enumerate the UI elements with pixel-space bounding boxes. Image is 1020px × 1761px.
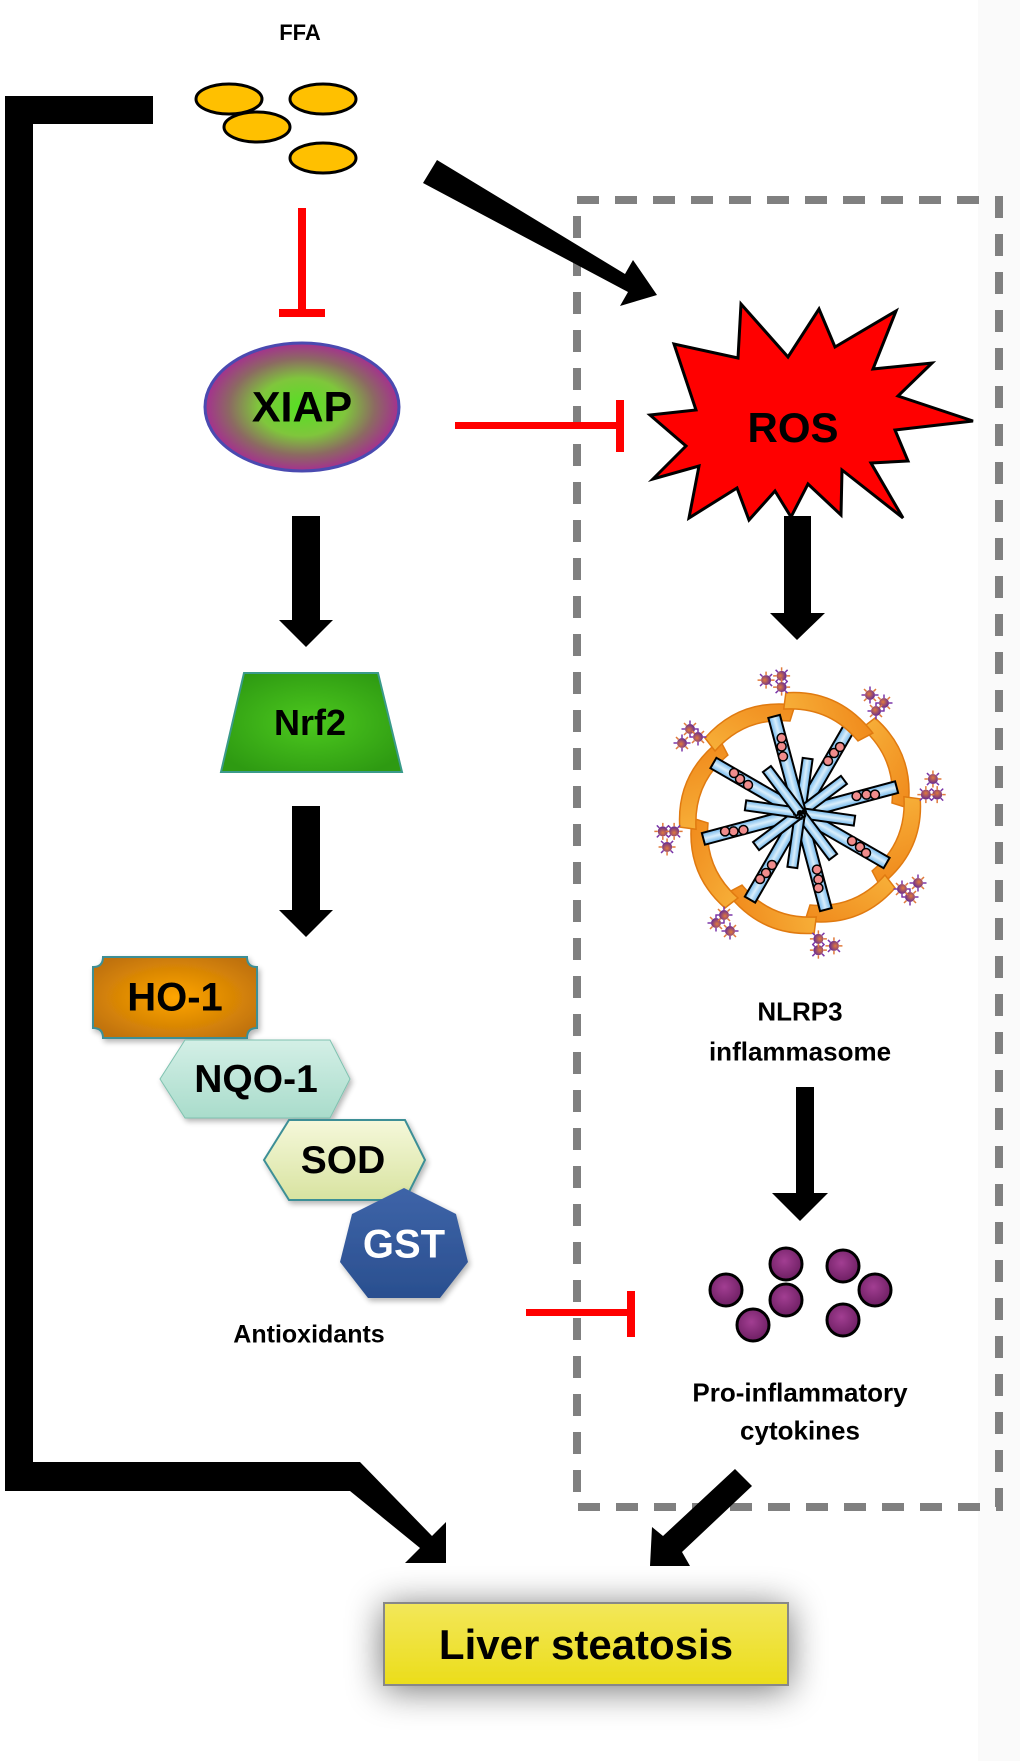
inflammasome-star (813, 933, 824, 944)
inflammasome-arm (795, 806, 927, 923)
cytokine-particle (825, 1302, 861, 1338)
inflammasome-bead (834, 741, 846, 753)
ffa-molecules (194, 82, 358, 175)
cytokine-particle (768, 1246, 804, 1282)
cytokine-particle (708, 1272, 744, 1308)
ffa-molecule (222, 110, 292, 144)
inflammasome-bead (869, 789, 881, 800)
cytokine-particles (708, 1246, 893, 1343)
inflammasome-star (920, 789, 931, 800)
cytokine-particle (857, 1272, 893, 1308)
inflammasome-bead (766, 859, 778, 871)
inflammasome-bead (854, 841, 866, 853)
inflammasome-bead (777, 751, 789, 762)
inflammasome-star (725, 926, 735, 936)
inflammasome-bead (813, 882, 824, 894)
ros-label: ROS (747, 404, 839, 451)
inflammasome-petal (804, 873, 896, 923)
inflammasome-star (669, 826, 680, 837)
inflammasome-star (927, 774, 938, 785)
inflammasome-star (913, 878, 923, 888)
inflammasome-star (871, 706, 881, 716)
inflammasome-bead (754, 873, 766, 885)
inflammasome-bead (813, 874, 824, 885)
inflammasome-star (657, 826, 668, 837)
inflammasome-star (897, 884, 907, 894)
inflammasome-petal (782, 691, 874, 742)
inflammasome-bead (719, 826, 731, 837)
nlrp3-label-line2: inflammasome (708, 1036, 892, 1067)
inflammasome-bead (846, 835, 858, 847)
inflammasome-bead (851, 790, 862, 802)
ros-pathway-group-box (573, 196, 1003, 1511)
inflammasome-bead (728, 826, 739, 837)
gst-node (340, 1188, 468, 1298)
nlrp3-inflammasome-illustration (654, 667, 946, 959)
inflammasome-bead (811, 864, 823, 875)
cytokine-particle (825, 1248, 861, 1284)
inflammasome-bead (742, 779, 754, 791)
cytokines-label-line2: cytokines (740, 1415, 860, 1446)
inflammasome-petal (690, 817, 740, 909)
inflammasome-star (761, 675, 772, 686)
xiap-to-nrf2-arrow (279, 516, 333, 647)
inflammasome-petal (860, 717, 910, 809)
nqo1-label: NQO-1 (194, 1058, 318, 1101)
inflammasome-bead (776, 741, 787, 752)
inflammasome-bead (776, 732, 787, 744)
inflammasome-star (776, 682, 787, 693)
cytokines-to-liver-arrow (650, 1469, 752, 1566)
inflammasome-bead (860, 847, 872, 859)
ffa-molecule (288, 141, 358, 175)
nlrp3-label-line1: NLRP3 (757, 996, 843, 1027)
nrf2-label: Nrf2 (273, 702, 347, 743)
ffa-label: FFA (279, 20, 321, 45)
liver-steatosis-label: Liver steatosis (438, 1621, 734, 1668)
antioxidants-inhibit-cytokines (526, 1291, 635, 1337)
sod-label: SOD (300, 1139, 386, 1182)
inflammasome-bead (728, 767, 740, 779)
inflammasome-star (865, 690, 875, 700)
nlrp3-to-cytokines-arrow (772, 1087, 828, 1221)
inflammasome-arm (654, 739, 805, 856)
inflammasome-star (662, 841, 673, 852)
inflammasome-bead (828, 747, 840, 759)
ffa-to-ros-arrow (423, 160, 657, 306)
inflammasome-bead (738, 824, 749, 836)
inflammasome-bead (822, 755, 834, 767)
inflammasome-star (677, 738, 687, 748)
cytokines-label-line1: Pro-inflammatory (692, 1377, 908, 1408)
ffa-inhibits-xiap (279, 208, 325, 317)
inflammasome-star (693, 732, 703, 742)
inflammasome-star (776, 670, 787, 681)
inflammasome-star (813, 945, 824, 956)
inflammasome-bead (734, 773, 746, 785)
ffa-molecule (288, 82, 358, 116)
inflammasome-petal (704, 703, 796, 753)
ros-node (646, 300, 974, 523)
nqo1-node (159, 1039, 351, 1119)
inflammasome-arm (673, 703, 805, 820)
inflammasome-star (932, 789, 943, 800)
xiap-label: XIAP (251, 383, 353, 432)
ffa-molecule (194, 82, 264, 116)
xiap-node (203, 341, 401, 473)
xiap-inhibits-ros (455, 400, 624, 452)
gst-label: GST (362, 1222, 446, 1267)
ho1-node (92, 956, 258, 1039)
nrf2-node (219, 672, 404, 773)
inflammasome-arm (757, 667, 874, 818)
inflammasome-star (719, 910, 729, 920)
ho1-label: HO-1 (127, 975, 223, 1020)
inflammasome-star (828, 940, 839, 951)
cytokine-particle (768, 1282, 804, 1318)
cytokine-particle (735, 1307, 771, 1343)
nrf2-to-antioxidants-arrow (279, 806, 333, 937)
liver-steatosis-node (383, 1602, 789, 1686)
antioxidants-label: Antioxidants (233, 1320, 385, 1349)
inflammasome-bead (760, 867, 772, 879)
inflammasome-bead (861, 789, 872, 800)
ros-to-nlrp3-arrow (770, 516, 825, 640)
